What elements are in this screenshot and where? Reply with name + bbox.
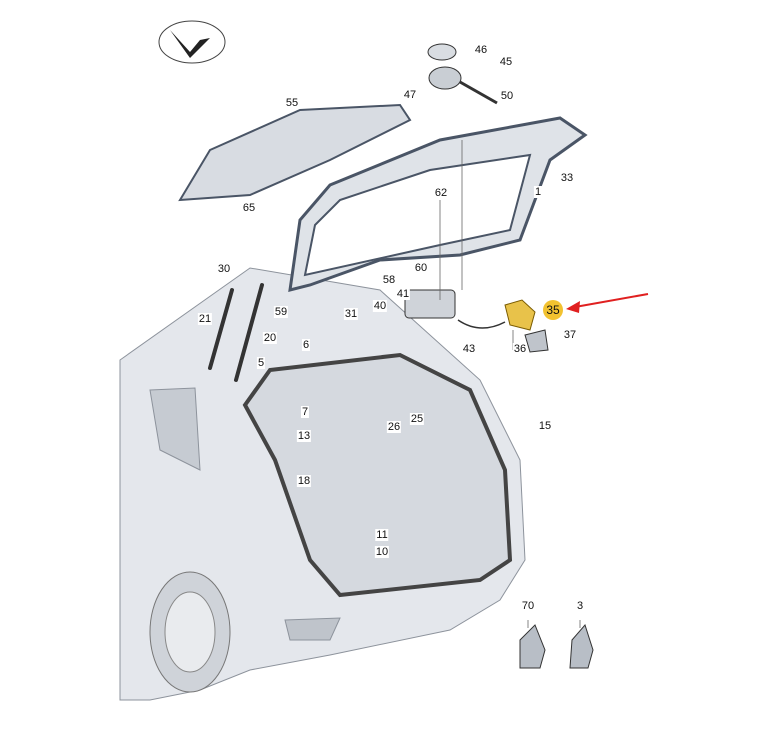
part-label: 13 — [296, 430, 312, 442]
gas-struts — [208, 283, 264, 382]
part-label: 26 — [386, 421, 402, 433]
part-label: 41 — [395, 288, 411, 300]
part-label: 45 — [498, 56, 514, 68]
part-label: 65 — [241, 202, 257, 214]
part-label: 70 — [520, 600, 536, 612]
part-label: 31 — [343, 308, 359, 320]
highlighted-part-label[interactable]: 35 — [543, 300, 563, 320]
spoiler — [178, 103, 412, 202]
part-label: 60 — [413, 262, 429, 274]
part-label: 47 — [402, 89, 418, 101]
part-label: 7 — [300, 406, 310, 418]
part-label: 55 — [284, 97, 300, 109]
part-label: 40 — [372, 300, 388, 312]
part-label: 25 — [409, 413, 425, 425]
part-label: 11 — [375, 529, 389, 541]
part-label: 33 — [559, 172, 575, 184]
part-label: 30 — [216, 263, 232, 275]
part-label: 58 — [381, 274, 397, 286]
part-label: 62 — [433, 187, 449, 199]
part-label: 20 — [262, 332, 278, 344]
part-label: 37 — [562, 329, 578, 341]
orientation-logo — [158, 20, 226, 64]
part-label: 46 — [473, 44, 489, 56]
part-label: 50 — [499, 90, 515, 102]
part-label: 5 — [256, 357, 266, 369]
part-label: 59 — [273, 306, 289, 318]
latch-part-35 — [504, 299, 536, 331]
part-label: 21 — [197, 313, 213, 325]
part-label: 6 — [301, 339, 311, 351]
part-label: 3 — [575, 600, 585, 612]
part-label: 1 — [533, 186, 543, 198]
part-label: 15 — [537, 420, 553, 432]
highlight-arrow — [566, 293, 649, 313]
part-label: 10 — [374, 546, 390, 558]
part-label: 43 — [461, 343, 477, 355]
car-body — [119, 267, 526, 701]
part-label: 18 — [296, 475, 312, 487]
part-label: 36 — [512, 343, 528, 355]
